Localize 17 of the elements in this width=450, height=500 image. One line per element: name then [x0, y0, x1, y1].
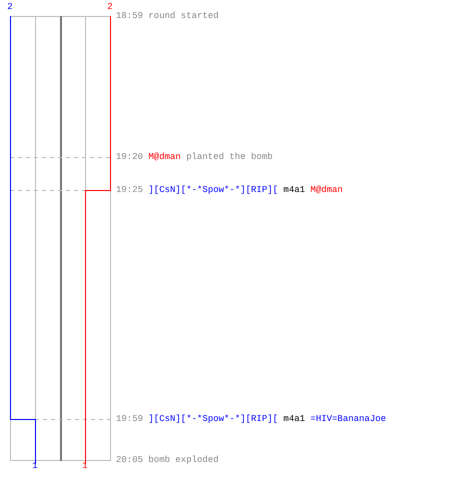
time-label: 20:05 — [116, 455, 144, 465]
player-name: ][CsN][*-*Spow*-*][RIP][ — [148, 414, 278, 424]
event-text: round started — [148, 11, 219, 21]
weapon-name: m4a1 — [283, 185, 306, 195]
player-name: ][CsN][*-*Spow*-*][RIP][ — [148, 185, 278, 195]
event-text: planted the bomb — [186, 152, 273, 162]
time-label: 19:25 — [116, 185, 144, 195]
time-label: 18:59 — [116, 11, 144, 21]
count-label: 2 — [7, 3, 13, 12]
time-label: 19:59 — [116, 414, 144, 424]
player-name: M@dman — [148, 152, 181, 162]
time-label: 19:20 — [116, 152, 144, 162]
weapon-name: m4a1 — [283, 414, 306, 424]
event-text: bomb exploded — [148, 455, 219, 465]
count-label: 2 — [107, 3, 113, 12]
player-name: M@dman — [310, 185, 343, 195]
player-name: =HIV=BananaJoe — [310, 414, 386, 424]
